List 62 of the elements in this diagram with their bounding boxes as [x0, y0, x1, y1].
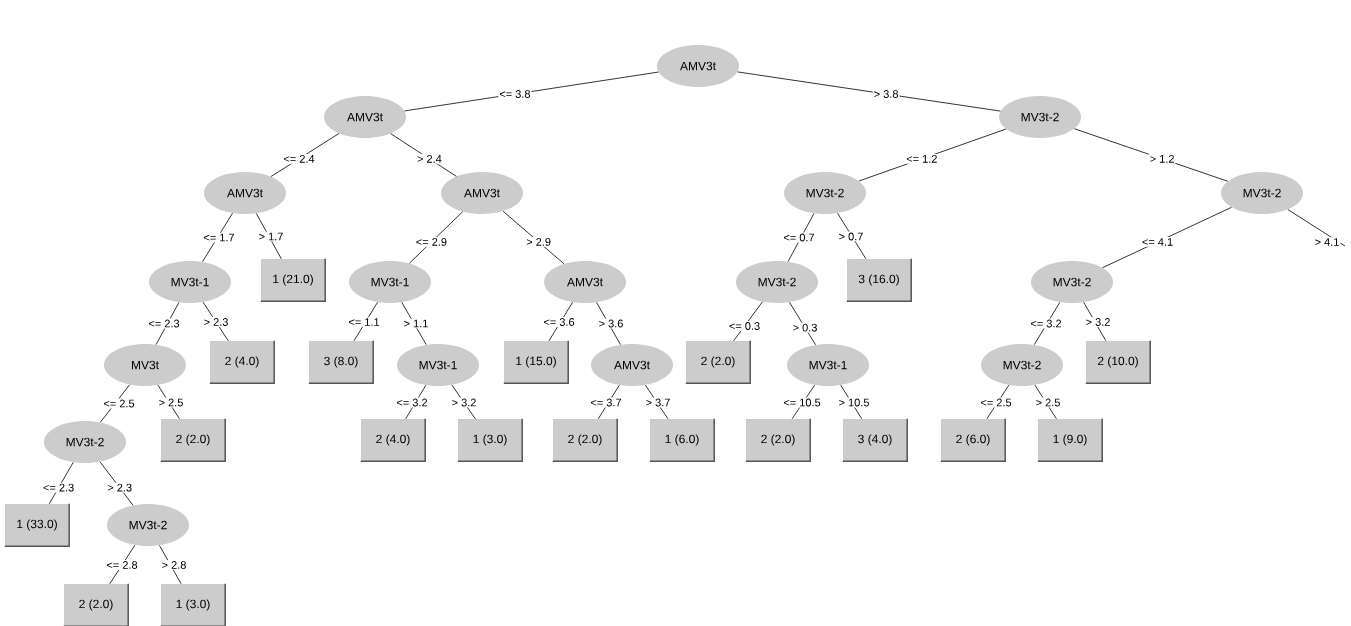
- leaf-box: 1 (9.0): [1037, 418, 1103, 462]
- leaf-box: 2 (4.0): [209, 340, 275, 384]
- edge-label: <= 2.9: [414, 237, 448, 247]
- leaf-box: 1 (3.0): [457, 418, 523, 462]
- leaf-box: 2 (2.0): [63, 583, 129, 626]
- edge-label: > 3.8: [872, 89, 900, 99]
- edge-label: <= 3.2: [395, 397, 429, 408]
- leaf-box: 2 (10.0): [1085, 340, 1151, 384]
- edge-label: <= 3.7: [589, 397, 623, 408]
- edge-label: <= 2.4: [282, 153, 316, 164]
- branch-line: [155, 302, 180, 345]
- edge-label: > 2.3: [202, 317, 230, 327]
- edge-label: > 2.9: [525, 237, 552, 247]
- edge-label: > 2.5: [157, 397, 185, 408]
- edge-label: > 3.7: [644, 397, 672, 408]
- edge-label: > 0.3: [791, 322, 819, 333]
- edge-label: <= 2.8: [105, 560, 139, 570]
- edge-label: <= 2.3: [147, 318, 181, 329]
- edge-label: > 3.2: [450, 397, 478, 408]
- edge-label: > 2.5: [1034, 397, 1062, 408]
- edge-label: <= 10.5: [782, 397, 822, 408]
- edge-label: <= 1.1: [347, 317, 381, 327]
- branch-line: [1287, 209, 1346, 247]
- leaf-box: 2 (2.0): [160, 418, 226, 462]
- edge-label: <= 1.2: [905, 153, 939, 164]
- branch-line: [99, 461, 134, 506]
- leaf-box: 2 (2.0): [745, 418, 811, 462]
- leaf-box: 3 (8.0): [308, 340, 374, 384]
- leaf-box: 2 (2.0): [552, 418, 618, 462]
- leaf-box: 2 (6.0): [940, 418, 1006, 462]
- edge-label: > 10.5: [837, 397, 871, 408]
- edge-label: > 4.1: [1313, 237, 1341, 247]
- edge-label: > 1.1: [402, 318, 430, 329]
- leaf-box: 2 (4.0): [360, 418, 426, 462]
- leaf-box: 3 (16.0): [846, 258, 912, 302]
- leaf-box: 1 (15.0): [503, 340, 569, 384]
- edge-label: > 2.3: [106, 482, 134, 493]
- edge-label: > 2.8: [160, 560, 188, 570]
- leaf-box: 1 (3.0): [160, 583, 226, 626]
- edge-label: <= 4.1: [1140, 237, 1175, 247]
- edge-label: <= 3.6: [542, 317, 576, 327]
- edge-label: <= 0.7: [782, 232, 816, 243]
- leaf-box: 2 (2.0): [685, 340, 751, 384]
- edge-label: <= 1.7: [202, 232, 236, 243]
- branch-line: [787, 213, 815, 262]
- leaf-box: 1 (21.0): [260, 258, 326, 302]
- edge-label: > 1.2: [1148, 153, 1176, 164]
- leaf-box: 1 (6.0): [649, 418, 715, 462]
- edge-label: <= 0.3: [727, 321, 762, 331]
- leaf-box: 3 (4.0): [842, 418, 908, 462]
- edge-label: > 1.7: [257, 231, 285, 242]
- branch-line: [737, 71, 1001, 112]
- edge-label: <= 2.5: [102, 398, 136, 409]
- edge-label: > 3.2: [1084, 317, 1112, 327]
- edge-label: > 2.4: [416, 153, 443, 164]
- leaf-box: 1 (33.0): [4, 503, 70, 547]
- edge-label: <= 2.5: [979, 397, 1013, 408]
- edge-label: > 0.7: [837, 231, 865, 242]
- edge-label: <= 2.3: [42, 482, 76, 493]
- edge-label: <= 3.2: [1029, 318, 1063, 329]
- edge-label: <= 3.8: [498, 89, 532, 99]
- edge-label: > 3.6: [597, 318, 625, 329]
